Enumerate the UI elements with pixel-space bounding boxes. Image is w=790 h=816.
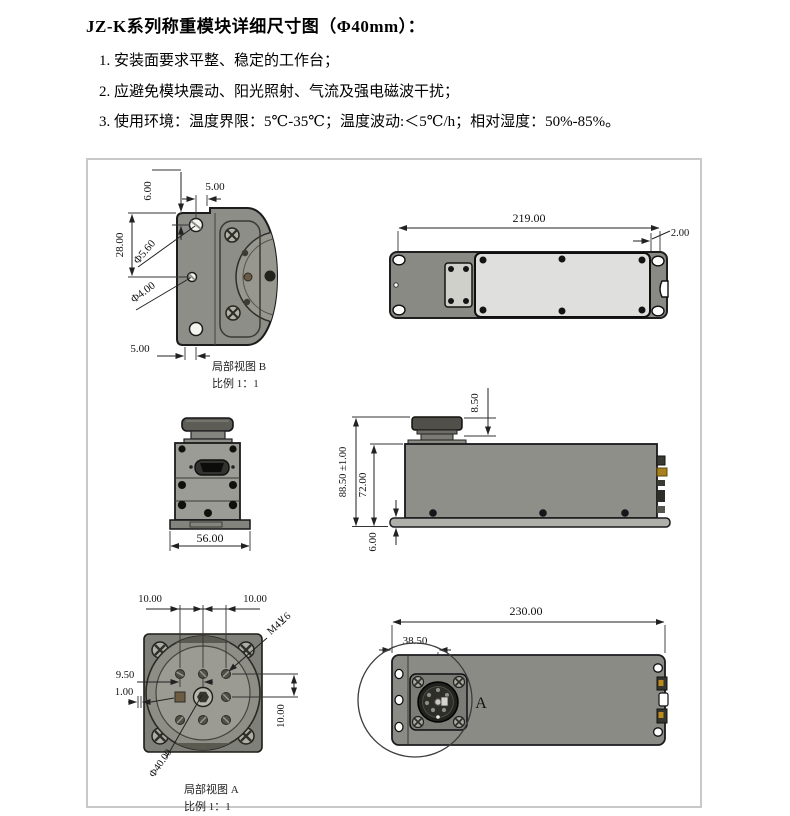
- dim-56: 56.00: [197, 531, 224, 545]
- weighing-pan: [411, 416, 463, 431]
- callout-letter: A: [475, 695, 487, 712]
- disc-screws: [224, 227, 276, 321]
- module-body: [404, 443, 658, 519]
- small-plate: [444, 262, 473, 308]
- part-side: [389, 416, 671, 528]
- dimensions-bottom: 230.00 38.50: [379, 604, 666, 702]
- small-plate-screws: [448, 266, 469, 304]
- front-screws: [177, 445, 238, 517]
- dim-950: 9.50: [116, 670, 134, 681]
- large-plate-screws: [479, 255, 646, 315]
- side-view: 8.50 88.50 ±1.00 72.00 6.00: [338, 388, 671, 552]
- part-bottom: [391, 654, 669, 746]
- part-front: [169, 417, 251, 530]
- dim-230: 230.00: [510, 604, 543, 618]
- body-screws: [429, 509, 629, 517]
- connector-plate-screws: [411, 675, 466, 729]
- dim-base-6: 6.00: [367, 532, 379, 552]
- base-plate: [169, 519, 251, 530]
- large-plate: [474, 252, 651, 318]
- part-outline-b: [176, 207, 279, 346]
- dim-2: 2.00: [671, 228, 689, 239]
- edge-notch: [659, 280, 669, 298]
- dimensions-front: 56.00: [169, 531, 251, 551]
- dimensions-side: 8.50 88.50 ±1.00 72.00 6.00: [338, 388, 496, 552]
- dim-total-height: 88.50 ±1.00: [338, 447, 349, 497]
- dim-28: 28.00: [114, 232, 126, 257]
- view-b-scale: 比例 1：1: [212, 376, 259, 390]
- dim-thread: M4⊻6: [265, 610, 293, 637]
- dim-850: 8.50: [469, 393, 481, 413]
- view-b-label: 局部视图 B: [212, 359, 266, 373]
- dim-219: 219.00: [513, 211, 546, 225]
- bottom-view: 230.00 38.50: [357, 604, 669, 758]
- detail-view-a: 10.00 10.00 M4⊻6 9.50 1.00 10.00 Φ40.00 …: [115, 594, 298, 813]
- dim-5-bottom: 5.00: [130, 343, 150, 355]
- edge-notch: [658, 692, 669, 707]
- detail-view-b: 6.00 5.00 28.00 Φ5.60 Φ4.00 5.00 局部视图 B …: [114, 169, 279, 390]
- dim-100: 1.00: [115, 687, 133, 698]
- dim-5-top: 5.00: [205, 181, 225, 193]
- dim-10-left: 10.00: [138, 594, 162, 605]
- view-a-scale: 比例 1：1: [184, 799, 231, 813]
- dim-3850: 38.50: [403, 635, 428, 647]
- page-title: JZ-K系列称重模块详细尺寸图（Φ40mm）：: [86, 17, 426, 36]
- dim-72: 72.00: [357, 472, 369, 497]
- note-2: 2. 应避免模块震动、阳光照射、气流及强电磁波干扰；: [99, 84, 460, 100]
- dim-10-right: 10.00: [243, 594, 267, 605]
- part-top: [389, 251, 669, 319]
- front-view: 56.00: [169, 417, 251, 551]
- dim-d400: Φ4.00: [129, 279, 158, 305]
- dim-10-vert: 10.00: [276, 704, 287, 728]
- weighing-pan: [181, 417, 234, 432]
- dim-6: 6.00: [142, 181, 154, 201]
- note-3: 3. 使用环境：温度界限：5℃-35℃；温度波动:＜5℃/h；相对湿度：50%-…: [99, 114, 621, 130]
- view-a-label: 局部视图 A: [184, 782, 239, 796]
- note-1: 1. 安装面要求平整、稳定的工作台；: [99, 53, 340, 69]
- base-plate: [389, 517, 671, 528]
- dimensions-top: 219.00 2.00: [397, 211, 689, 257]
- detail-callout-circle: [357, 642, 473, 758]
- square-hole: [174, 691, 186, 703]
- connector-pins: [424, 687, 450, 713]
- side-connectors: [656, 455, 668, 513]
- right-edge-connectors: [652, 663, 669, 737]
- top-view: 219.00 2.00: [389, 211, 689, 319]
